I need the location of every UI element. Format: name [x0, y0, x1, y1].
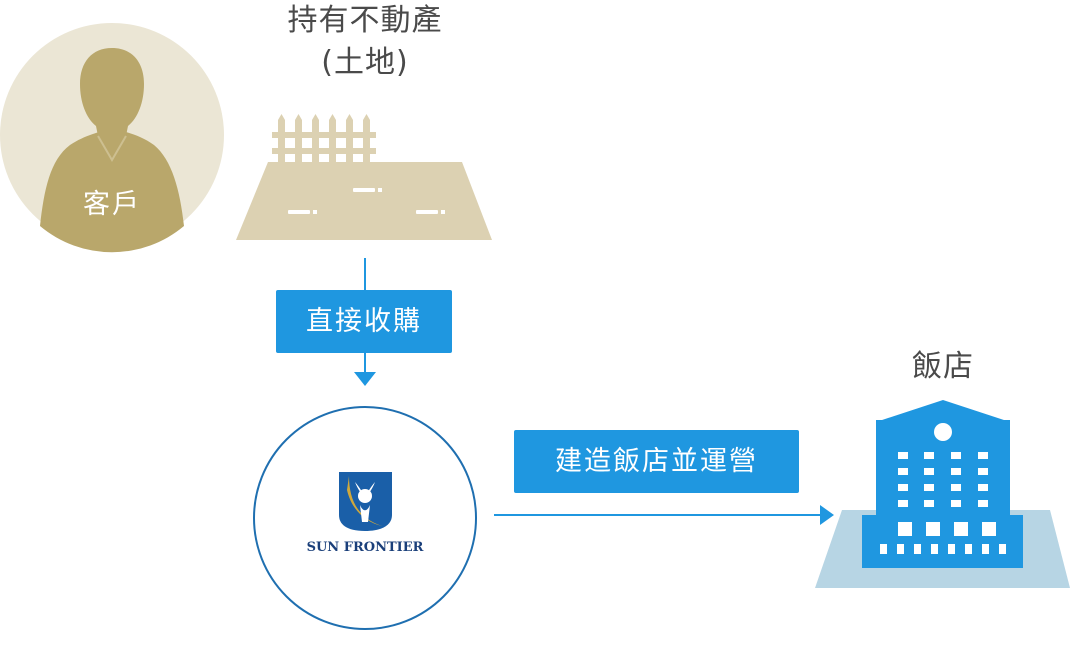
company-logo-icon: [339, 472, 392, 531]
hotel-title: 飯店: [912, 349, 974, 384]
land-title: 持有不動產 (土地): [245, 0, 485, 84]
company-node: [253, 406, 477, 630]
land-title-line2: (土地): [321, 45, 409, 80]
person-icon: [40, 48, 184, 253]
land-title-line1: 持有不動產: [287, 3, 443, 38]
company-logo-text: SUN FRONTIER: [306, 540, 424, 555]
build-arrow: [494, 505, 834, 525]
hotel-icon: [815, 400, 1070, 588]
purchase-label: 直接收購: [276, 290, 452, 353]
land-icon: [236, 114, 492, 240]
client-label: 客戶: [83, 189, 141, 220]
client-node: [0, 23, 224, 253]
build-label: 建造飯店並運營: [514, 430, 799, 493]
